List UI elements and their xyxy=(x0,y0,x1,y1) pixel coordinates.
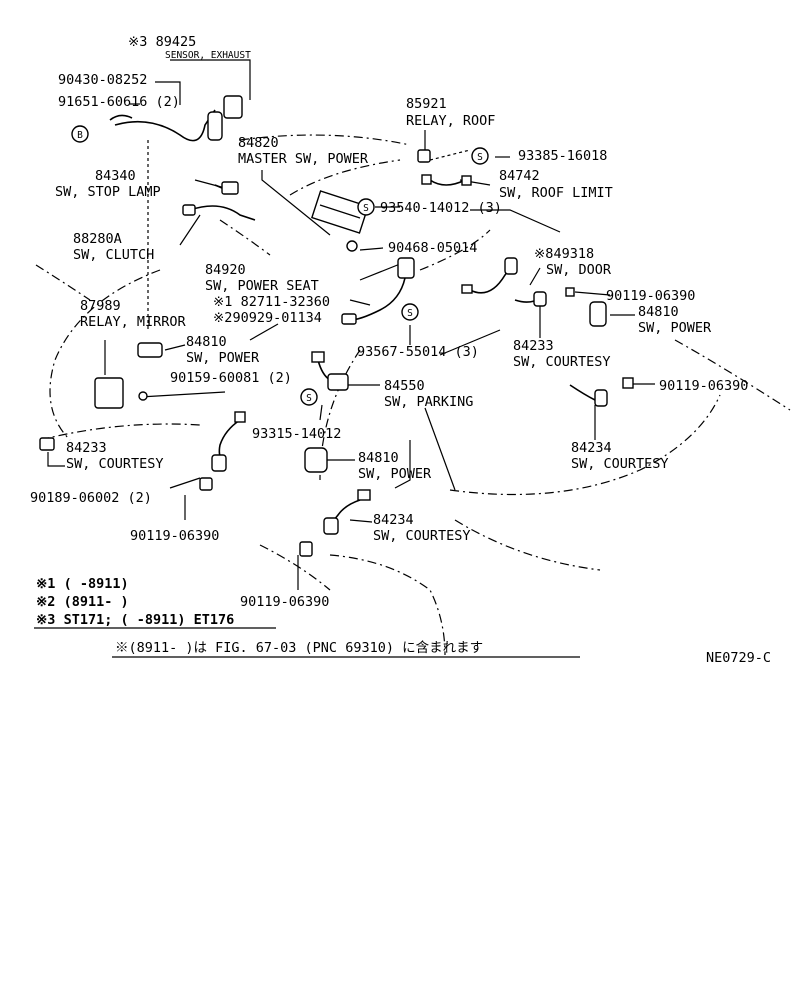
label-sw-clutch: SW, CLUTCH xyxy=(73,247,154,263)
leader-lines xyxy=(47,59,655,590)
label-84234-b: 84234 xyxy=(373,512,414,528)
courtesy-switch-lower-right-part xyxy=(569,377,634,407)
label-93540: 93540-14012 (3) xyxy=(380,200,502,216)
clutch-switch-part xyxy=(182,204,256,221)
label-88280a: 88280A xyxy=(73,231,122,247)
parking-switch-part xyxy=(311,351,349,391)
label-90119-d: 90119-06390 xyxy=(240,594,329,610)
label-sw-power-a: SW, POWER xyxy=(186,350,260,366)
footnote-4: ※(8911- )は FIG. 67-03 (PNC 69310) に含まれます xyxy=(115,640,483,656)
label-84234-a: 84234 xyxy=(571,440,612,456)
label-90430: 90430-08252 xyxy=(58,72,147,88)
label-90119-c: 90119-06390 xyxy=(659,378,748,394)
master-power-switch-part xyxy=(311,190,369,252)
mirror-relay-part xyxy=(94,377,148,409)
label-sw-courtesy-d: SW, COURTESY xyxy=(373,528,471,544)
label-87989: 87989 xyxy=(80,298,121,314)
label-90468: 90468-05014 xyxy=(388,240,477,256)
label-84233-a: 84233 xyxy=(66,440,107,456)
courtesy-switch-left-part xyxy=(199,411,246,491)
s-marker-2: S xyxy=(363,203,369,214)
label-84810-a: 84810 xyxy=(186,334,227,350)
label-91651: 91651-60616 (2) xyxy=(58,94,180,110)
label-master-sw-power: MASTER SW, POWER xyxy=(238,151,369,167)
label-sw-parking: SW, PARKING xyxy=(384,394,473,410)
label-90189: 90189-06002 (2) xyxy=(30,490,152,506)
roof-relay-part xyxy=(417,149,431,163)
label-93315: 93315-14012 xyxy=(252,426,341,442)
label-84742: 84742 xyxy=(499,168,540,184)
label-82711: ※1 82711-32360 xyxy=(213,294,330,310)
label-84340: 84340 xyxy=(95,168,136,184)
label-relay-mirror: RELAY, MIRROR xyxy=(80,314,187,330)
label-sw-stop-lamp: SW, STOP LAMP xyxy=(55,184,161,200)
label-93567: 93567-55014 (3) xyxy=(357,344,479,360)
label-sw-power-c: SW, POWER xyxy=(358,466,432,482)
footnotes: ※1 ( -8911) ※2 (8911- ) ※3 ST171; ( -891… xyxy=(34,576,771,666)
s-marker-3: S xyxy=(407,308,413,319)
stop-lamp-switch-part xyxy=(214,181,239,195)
footnote-1: ※1 ( -8911) xyxy=(36,576,129,592)
label-sw-door: SW, DOOR xyxy=(546,262,612,278)
label-90119-a: 90119-06390 xyxy=(130,528,219,544)
roof-limit-switch-part xyxy=(421,174,472,186)
label-sw-courtesy-b: SW, COURTESY xyxy=(513,354,611,370)
label-84233-b: 84233 xyxy=(513,338,554,354)
label-85921: 85921 xyxy=(406,96,447,112)
label-90119-b: 90119-06390 xyxy=(606,288,695,304)
power-seat-switch-part xyxy=(341,257,415,325)
label-sw-power-b: SW, POWER xyxy=(638,320,712,336)
courtesy-switch-right-part xyxy=(514,287,575,307)
power-switch-right-part xyxy=(589,301,607,327)
exhaust-sensor-part xyxy=(109,95,243,142)
label-90159: 90159-60081 (2) xyxy=(170,370,292,386)
label-sensor-exhaust: SENSOR, EXHAUST xyxy=(165,50,251,61)
label-90929: ※290929-01134 xyxy=(213,310,322,326)
label-sw-courtesy-c: SW, COURTESY xyxy=(571,456,669,472)
s-marker-4: S xyxy=(306,393,312,404)
label-sw-roof-limit: SW, ROOF LIMIT xyxy=(499,185,613,201)
label-84810-b: 84810 xyxy=(638,304,679,320)
label-84810-c: 84810 xyxy=(358,450,399,466)
footnote-2: ※2 (8911- ) xyxy=(36,594,129,610)
courtesy-switch-center-part xyxy=(299,489,371,557)
label-84920: 84920 xyxy=(205,262,246,278)
label-relay-roof: RELAY, ROOF xyxy=(406,113,495,129)
label-93385: 93385-16018 xyxy=(518,148,607,164)
label-84550: 84550 xyxy=(384,378,425,394)
b-marker: B xyxy=(77,130,83,141)
circle-markers xyxy=(71,125,489,406)
label-89425: ※3 89425 xyxy=(128,34,196,50)
door-switch-part xyxy=(461,257,518,294)
power-switch-center-part xyxy=(304,447,328,473)
label-849318: ※849318 xyxy=(534,246,594,262)
label-sw-power-seat: SW, POWER SEAT xyxy=(205,278,319,294)
label-84820: 84820 xyxy=(238,135,279,151)
label-sw-courtesy-a: SW, COURTESY xyxy=(66,456,164,472)
courtesy-switch-far-left-part xyxy=(39,437,55,451)
figure-code: NE0729-C xyxy=(706,650,771,666)
s-marker-1: S xyxy=(477,152,483,163)
footnote-3: ※3 ST171; ( -8911) ET176 xyxy=(36,612,234,628)
power-switch-left-part xyxy=(137,342,163,358)
